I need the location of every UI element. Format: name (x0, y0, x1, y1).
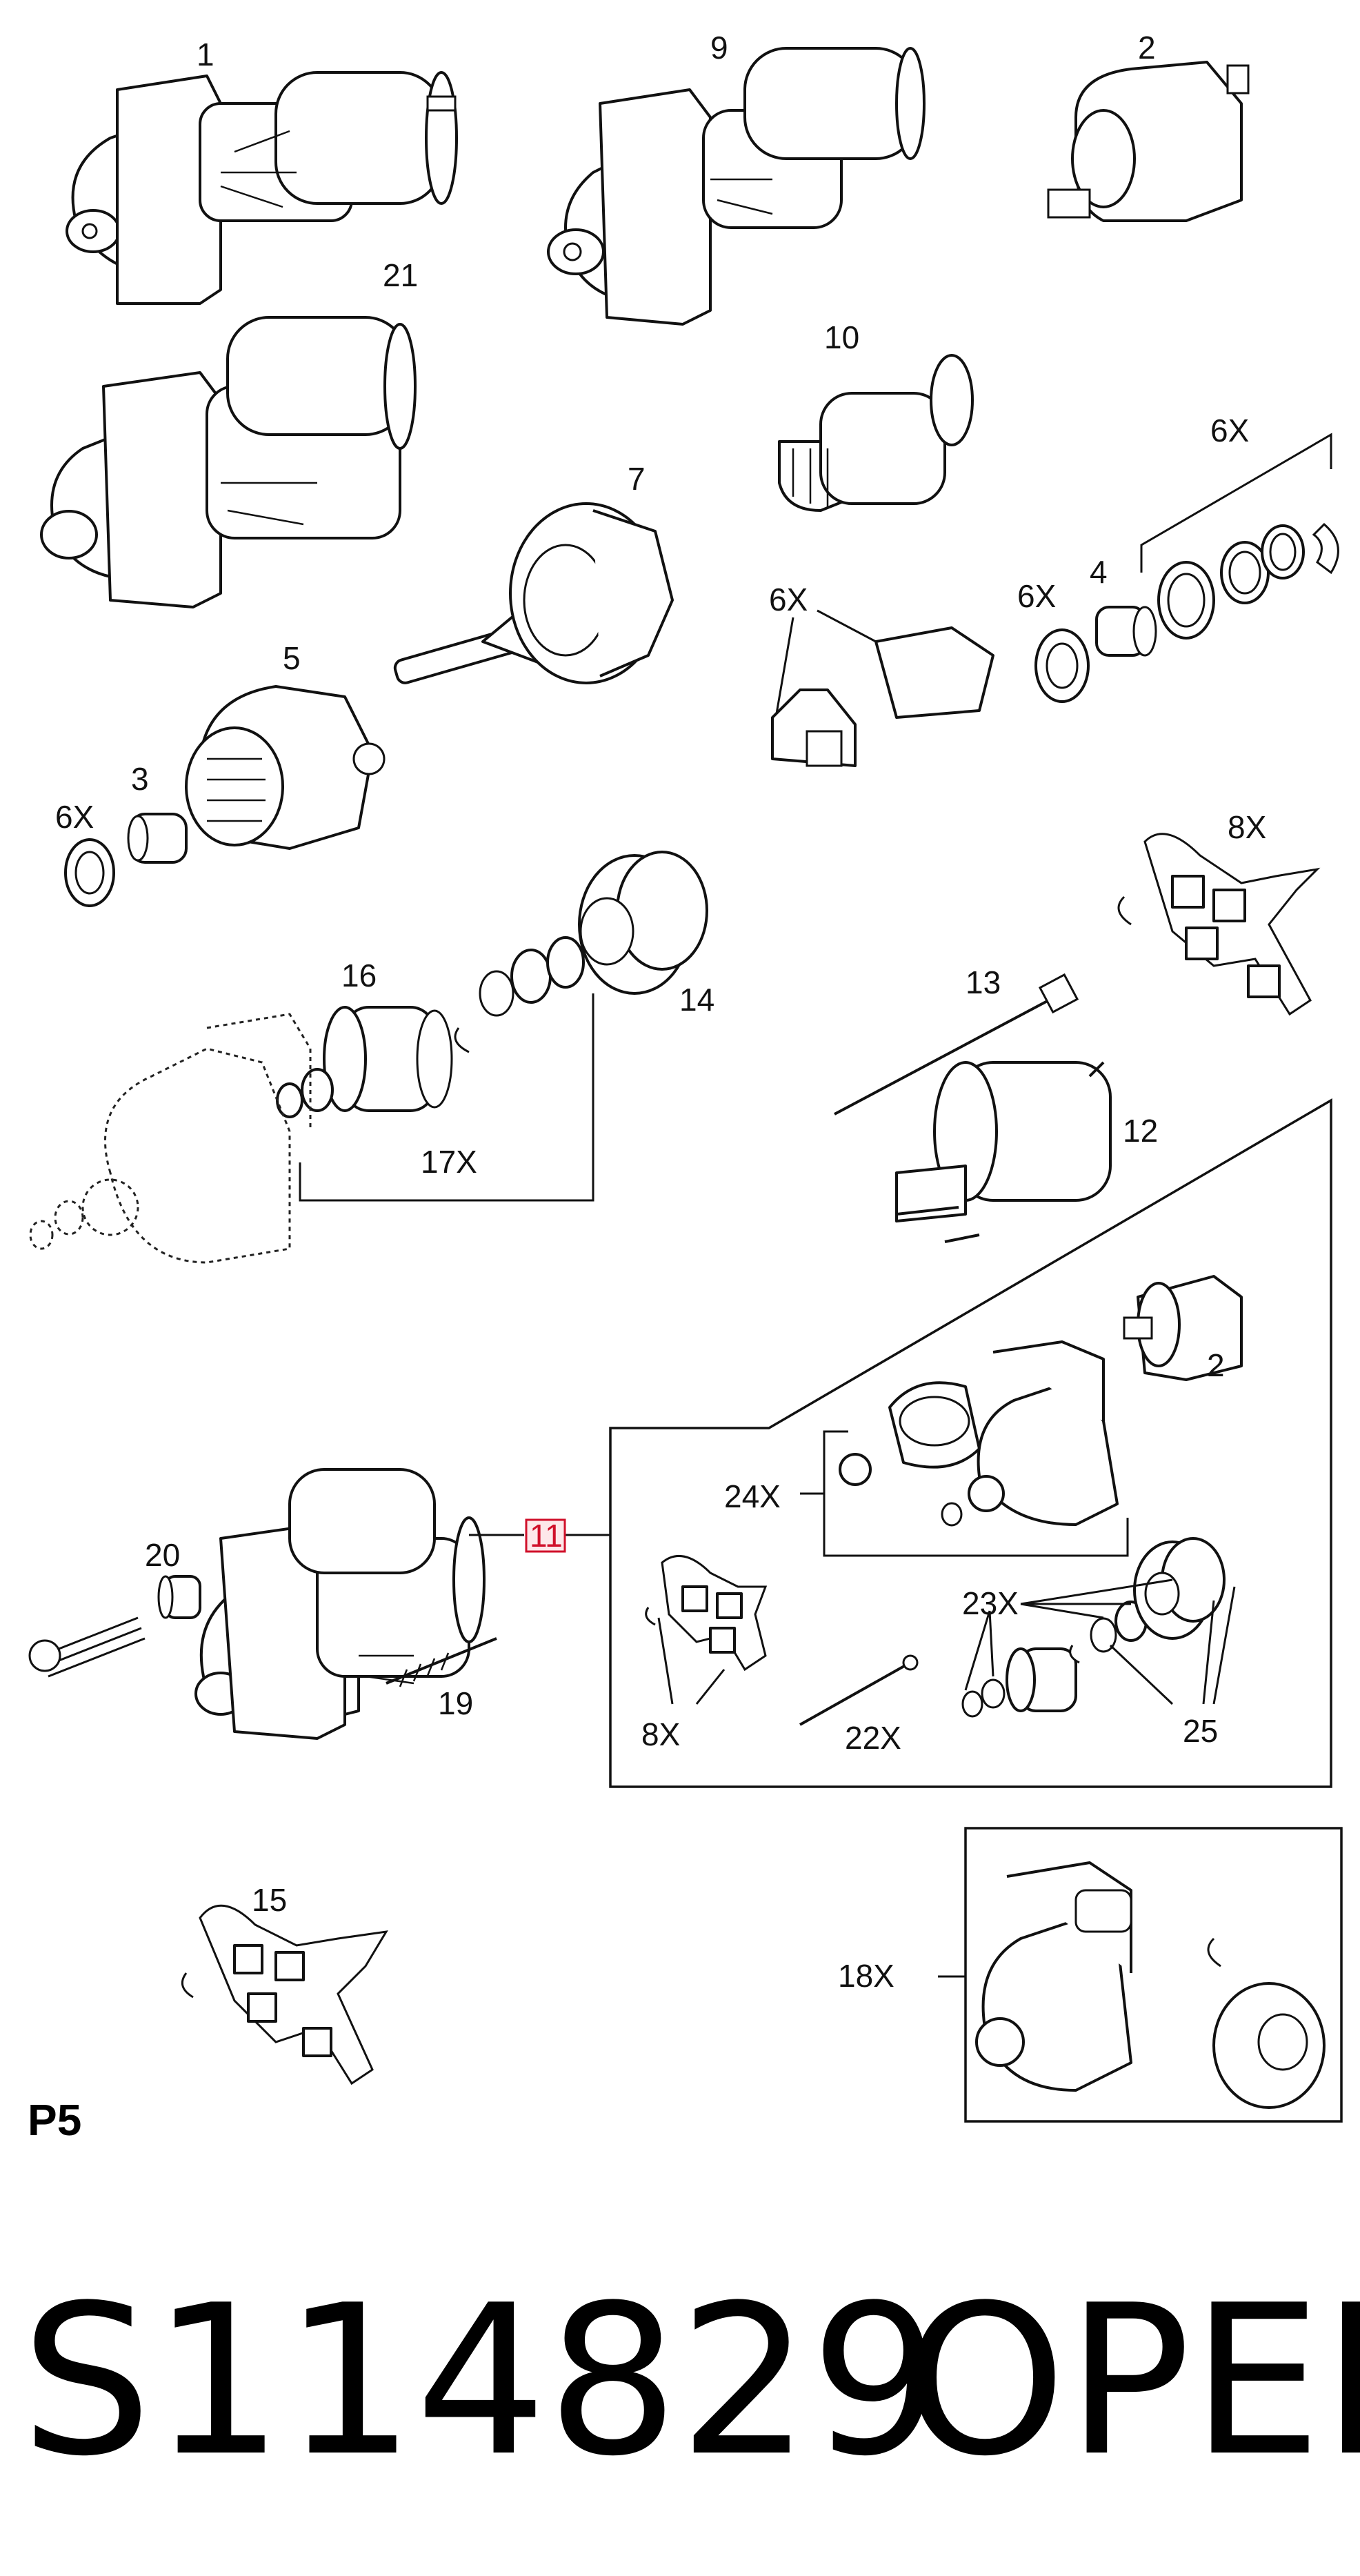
callout-8x-top: 8X (1228, 809, 1266, 845)
callout-12: 12 (1123, 1113, 1158, 1149)
ring-set-17x[interactable] (454, 936, 585, 1053)
starter-housing-24x[interactable] (941, 1340, 1119, 1527)
callout-18x: 18X (838, 1958, 894, 1994)
callout-7: 7 (628, 461, 646, 497)
leaders-6x-clip (774, 609, 877, 718)
callout-3: 3 (131, 761, 149, 797)
callout-10: 10 (824, 319, 859, 355)
callout-17x: 17X (421, 1144, 477, 1180)
pinion-23x[interactable] (961, 1647, 1077, 1718)
callout-6x-left: 6X (55, 799, 94, 835)
brush-holder-8x-bottom[interactable] (645, 1554, 768, 1672)
callout-2-mid: 2 (1207, 1347, 1225, 1383)
callout-16: 16 (341, 958, 377, 993)
drive-pinion-part-10[interactable] (778, 354, 974, 512)
callout-5: 5 (283, 640, 301, 676)
leaders-8x-bottom (657, 1617, 726, 1705)
callout-11: 11 (530, 1518, 563, 1554)
pinion-gear-part-5[interactable] (185, 685, 386, 850)
stud-part-19[interactable] (386, 1637, 497, 1687)
callout-9: 9 (710, 30, 728, 66)
callout-23x: 23X (962, 1585, 1019, 1621)
callout-14: 14 (679, 982, 714, 1018)
kit-box-18x (964, 1827, 1343, 2123)
callout-19: 19 (438, 1685, 473, 1721)
callout-6x-bushing: 6X (1017, 578, 1056, 614)
ring-set-6x[interactable] (1157, 522, 1339, 640)
brand-name: OPEL (903, 2261, 1360, 2501)
ghost-starter-outline (29, 1013, 312, 1264)
callout-8x-bottom: 8X (641, 1716, 680, 1752)
bracket-17x (299, 993, 594, 1202)
bracket-6x-rings (1140, 433, 1332, 573)
starter-18x[interactable] (975, 1861, 1132, 2092)
brush-holder-part-15[interactable] (181, 1904, 388, 2085)
bushing-6x[interactable] (1034, 628, 1090, 703)
part-number: S114829 (21, 2261, 942, 2501)
sleeve-part-20[interactable] (157, 1575, 201, 1619)
callout-1: 1 (197, 37, 214, 72)
bracket-24x (823, 1430, 1129, 1557)
solenoid-part-12[interactable] (895, 1061, 1112, 1243)
ring-6x-left[interactable] (64, 838, 115, 907)
bushing-part-3[interactable] (127, 813, 188, 864)
cap-24x[interactable] (839, 1381, 981, 1486)
starter-motor-part-11[interactable] (194, 1468, 486, 1740)
starter-motor-part-9[interactable] (547, 47, 926, 326)
callout-2-top: 2 (1138, 30, 1156, 66)
callout-20: 20 (145, 1537, 180, 1573)
tie-rod-part-13[interactable] (834, 973, 1079, 1116)
pinion-part-16[interactable] (276, 1006, 453, 1118)
callout-24x: 24X (724, 1478, 781, 1514)
tie-rod-22x[interactable] (799, 1654, 919, 1726)
armature-part-7[interactable] (393, 502, 674, 685)
callout-6x-clip: 6X (769, 582, 808, 617)
bearing-housing-25[interactable] (1133, 1537, 1226, 1640)
callout-25: 25 (1183, 1713, 1218, 1749)
leaders-25 (1109, 1586, 1236, 1705)
solenoid-part-2-top[interactable] (1047, 61, 1250, 222)
bolt-part-20[interactable] (28, 1616, 146, 1678)
callout-4: 4 (1090, 554, 1108, 590)
callout-22x: 22X (845, 1720, 901, 1756)
solenoid-part-2-mid[interactable] (1123, 1275, 1243, 1381)
brush-holder-8x-top[interactable] (1117, 833, 1321, 1016)
bearing-housing-part-14[interactable] (578, 851, 708, 995)
sleeve-part-4[interactable] (1095, 606, 1157, 657)
starter-motor-part-1[interactable] (66, 71, 458, 305)
callout-13: 13 (966, 964, 1001, 1000)
callout-15: 15 (252, 1882, 287, 1918)
bearing-18x[interactable] (1207, 1937, 1326, 2109)
clip-bracket-6x[interactable] (771, 626, 994, 767)
leaders-23x (964, 1578, 1173, 1691)
starter-motor-part-21[interactable] (40, 316, 417, 608)
callout-21: 21 (383, 257, 418, 293)
callout-6x-rings: 6X (1210, 413, 1249, 448)
kit-outline-frame (609, 1098, 1332, 1788)
rings-23x[interactable] (1069, 1601, 1148, 1664)
callout-11-highlight[interactable] (525, 1518, 566, 1553)
page-id: P5 (28, 2095, 81, 2145)
